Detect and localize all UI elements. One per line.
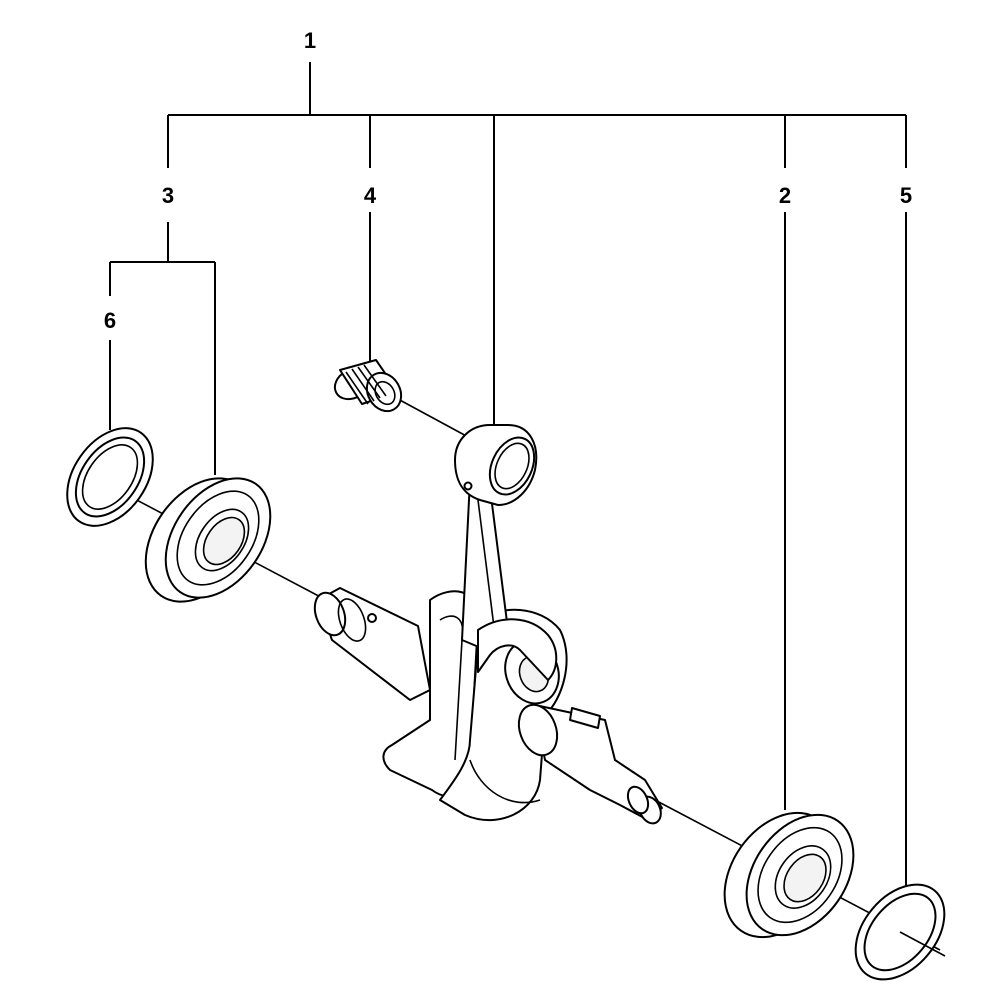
ball-bearing-left	[144, 477, 272, 603]
needle-bearing	[333, 359, 403, 413]
oil-seal-right	[854, 883, 946, 981]
callout-3: 3	[162, 183, 174, 208]
callout-5: 5	[900, 183, 912, 208]
callout-2: 2	[779, 183, 791, 208]
callout-labels: 1 2 3 4 5 6	[104, 28, 912, 333]
callout-1: 1	[304, 28, 316, 53]
callout-4: 4	[364, 183, 377, 208]
crankshaft-assembly	[313, 424, 663, 825]
callout-leader-lines	[109, 62, 907, 890]
oil-seal-left	[66, 427, 154, 527]
ball-bearing-right	[723, 811, 855, 939]
callout-6: 6	[104, 308, 116, 333]
